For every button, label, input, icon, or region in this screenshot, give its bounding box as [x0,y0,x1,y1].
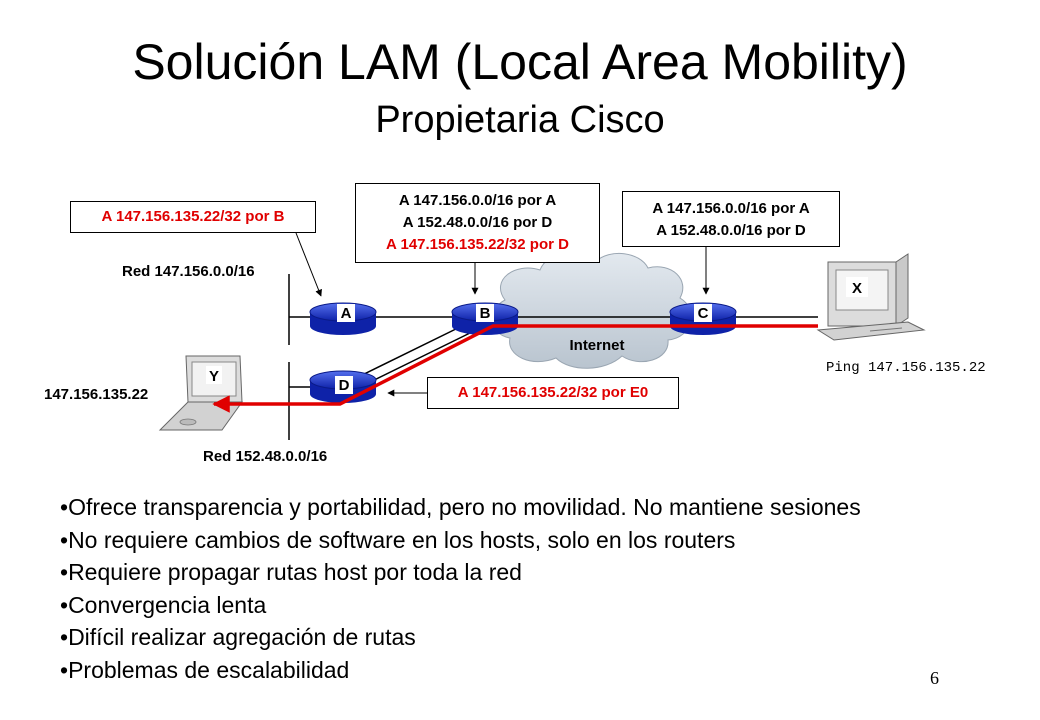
host-x-computer: X [816,253,926,341]
router-a: A [309,302,377,335]
bullet-item: Requiere propagar rutas host por toda la… [60,556,861,589]
callout-arrow-a [295,232,322,297]
router-c-label: C [698,305,709,322]
router-d: D [309,370,377,403]
host-x-label: X [852,280,862,297]
host-y-laptop: Y [158,355,243,431]
network-diagram: Internet A B [158,232,926,440]
network-label-top: Red 147.156.0.0/16 [122,263,255,280]
router-d-label: D [339,377,350,394]
bullet-item: Problemas de escalabilidad [60,654,861,687]
bullet-list: Ofrece transparencia y portabilidad, per… [60,491,861,686]
packet-path [212,324,818,413]
ping-command-label: Ping 147.156.135.22 [826,360,986,376]
host-ip-label: 147.156.135.22 [44,386,149,403]
router-a-label: A [341,305,352,322]
route-b-line-1: A 147.156.0.0/16 por A [398,192,557,209]
route-box-router-d: A 147.156.135.22/32 por E0 [427,377,679,409]
route-c-line-1: A 147.156.0.0/16 por A [652,200,810,217]
network-label-bottom: Red 152.48.0.0/16 [203,448,328,465]
route-b-line-3: A 147.156.135.22/32 por D [386,236,569,253]
router-b-label: B [480,305,491,322]
route-box-router-b: A 147.156.0.0/16 por A A 152.48.0.0/16 p… [355,183,600,263]
internet-cloud: Internet [491,252,692,369]
router-c: C [669,302,737,335]
route-b-line-2: A 152.48.0.0/16 por D [402,214,553,231]
route-box-d-text: A 147.156.135.22/32 por E0 [457,384,649,401]
bullet-item: Ofrece transparencia y portabilidad, per… [60,491,861,524]
route-box-router-c: A 147.156.0.0/16 por A A 152.48.0.0/16 p… [622,191,840,247]
slide-title: Solución LAM (Local Area Mobility) [132,34,908,90]
router-b: B [451,302,519,335]
internet-label: Internet [569,337,624,354]
link-b-d-1 [351,325,463,381]
bullet-item: Difícil realizar agregación de rutas [60,621,861,654]
route-box-router-a: A 147.156.135.22/32 por B [70,201,316,233]
link-b-d-2 [357,332,471,389]
page-number: 6 [930,668,939,688]
route-box-a-text: A 147.156.135.22/32 por B [101,208,285,225]
bullet-item: Convergencia lenta [60,589,861,622]
slide-subtitle: Propietaria Cisco [375,99,665,141]
bullet-item: No requiere cambios de software en los h… [60,524,861,557]
route-c-line-2: A 152.48.0.0/16 por D [656,222,806,239]
host-y-label: Y [209,368,219,385]
